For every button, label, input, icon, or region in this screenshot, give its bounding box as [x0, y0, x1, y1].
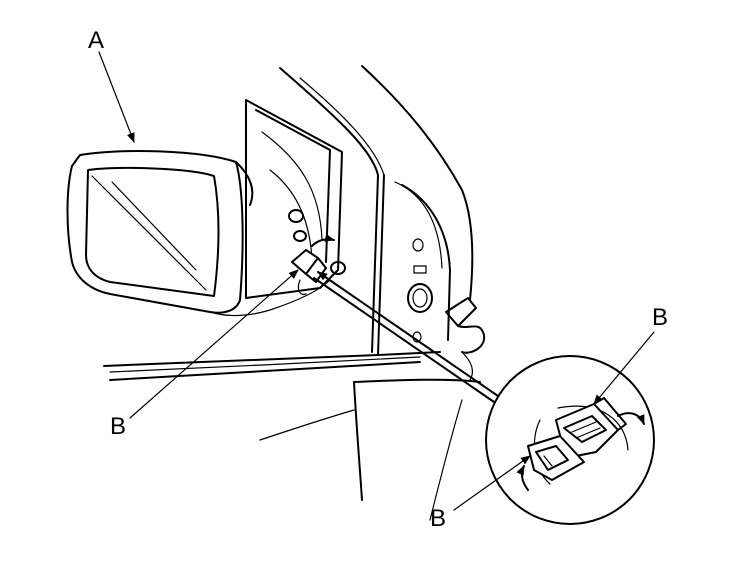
callout-b-detail-top: B	[652, 304, 668, 331]
door-frame	[103, 65, 486, 521]
connector-detail-view	[485, 355, 655, 525]
callout-b-detail-bottom: B	[430, 505, 446, 532]
callout-b-door-connector: B	[110, 413, 126, 440]
mirror-assembly	[66, 99, 346, 317]
leader-lines	[98, 51, 655, 511]
callout-a-mirror: A	[88, 27, 104, 54]
